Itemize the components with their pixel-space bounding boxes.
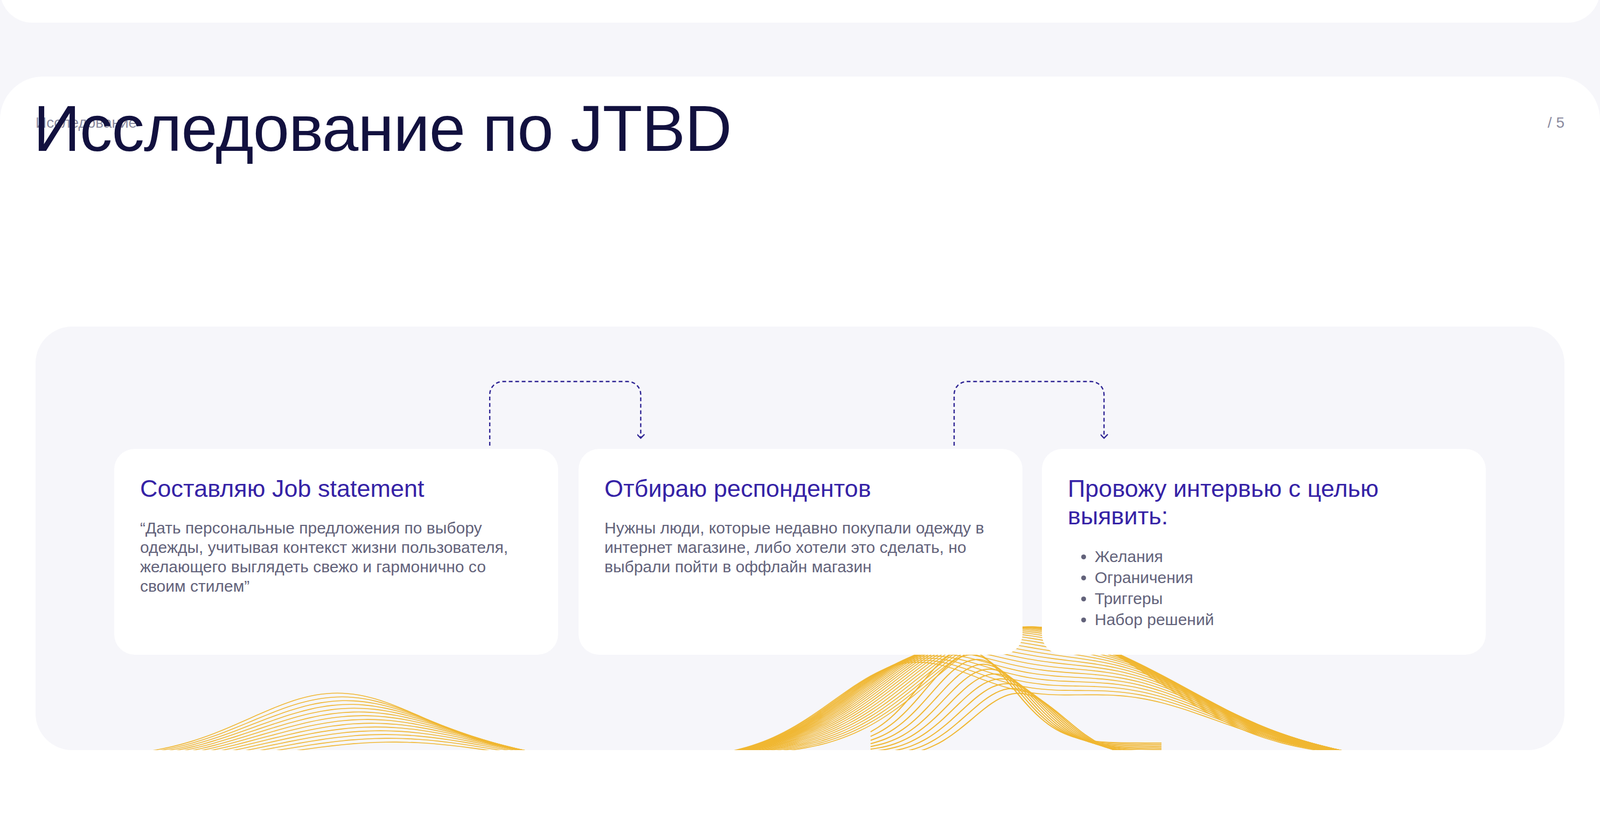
step-card: Отбираю респондентовНужны люди, которые … — [578, 448, 1023, 655]
step-heading: Провожу интервью с целью выявить: — [1067, 474, 1462, 530]
dashed-arrow — [954, 381, 1104, 446]
diagram-panel: Составляю Job statement “Дать персональны… — [35, 326, 1565, 750]
bullet-list: ЖеланияОграниченияТриггерыНабор решений — [1067, 545, 1462, 630]
step-card: Составляю Job statement “Дать персональны… — [114, 448, 559, 655]
list-item: Набор решений — [1094, 608, 1462, 630]
step-description: “Дать персональные предложения по выбору… — [140, 518, 534, 596]
list-item: Ограничения — [1094, 566, 1462, 588]
list-item: Желания — [1094, 545, 1462, 567]
step-card: Провожу интервью с целью выявить: Желания… — [1041, 448, 1486, 655]
step-heading: Отбираю респондентов — [604, 474, 998, 503]
step-heading: Составляю Job statement — [140, 474, 534, 503]
page-number: / 5 — [1547, 114, 1565, 132]
top-card — [0, 0, 1600, 23]
slide-title: Исследование по JTBD — [33, 90, 732, 166]
dashed-arrow — [489, 381, 641, 446]
step-description: Нужны люди, которые недавно покупали оде… — [604, 518, 998, 577]
list-item: Триггеры — [1094, 587, 1462, 609]
